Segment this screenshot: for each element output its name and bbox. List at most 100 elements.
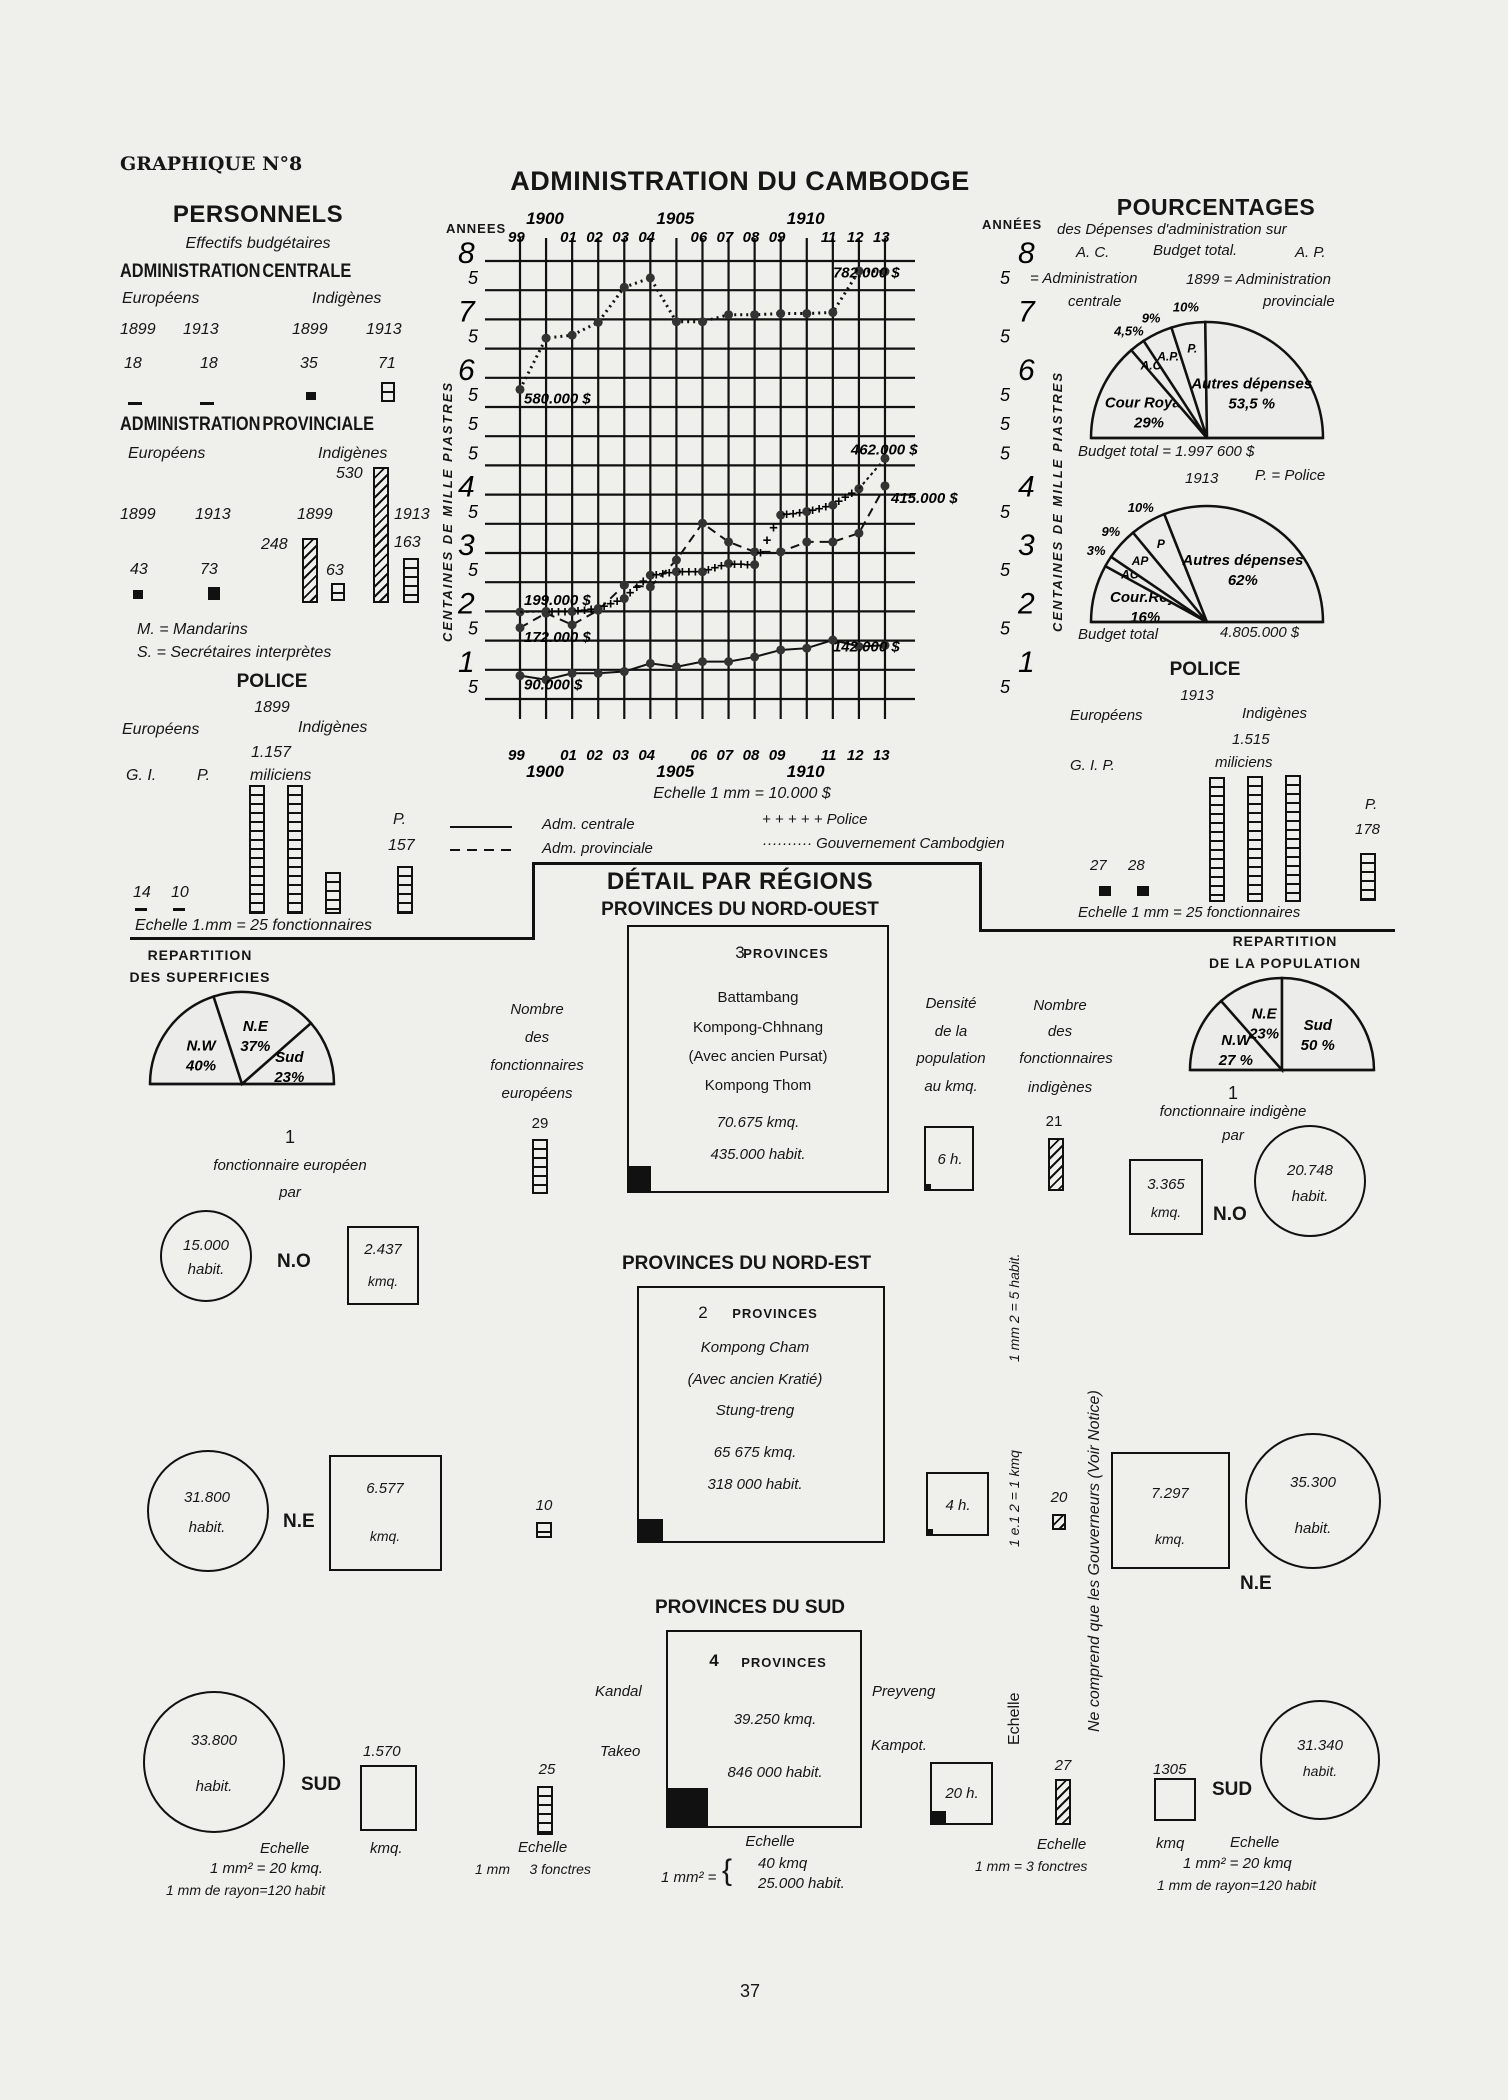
habit-label: habit. [187,1261,225,1278]
densite-label: de la [934,1023,968,1040]
eur-kmq-square [360,1765,417,1831]
miliciens-bar [287,785,303,914]
pie-slice-percent: 29% [1133,414,1164,431]
eur-scale-value: 1 mm 3 fonctres [475,1861,591,1877]
region-population: 318 000 habit. [707,1476,803,1493]
province-name: Kompong-Chhnang [692,1019,824,1036]
x-tick-label-bottom: 1905 [656,762,694,781]
pictogram-mark [306,392,316,400]
police-plus-marker: + [808,502,817,519]
province-name: Kompong Cham [700,1339,810,1356]
y-axis-label-left: CENTAINES DE MILLE PIASTRES [440,380,455,642]
police-plus-marker: + [658,565,667,582]
budget-total-1899: Budget total = 1.997 600 $ [1078,443,1255,460]
pie-slice [238,1021,336,1086]
police-segment [858,457,886,490]
police-plus-marker: + [789,505,798,522]
police-plus-marker: + [580,602,589,619]
nombre-eur-label: des [524,1029,550,1046]
right-scale-kmq: kmq [1156,1835,1185,1852]
density-value: 20 h. [945,1785,979,1802]
police-plus-marker: + [639,573,648,590]
eur-bar [536,1522,552,1538]
nord-est-title: PROVINCES DU NORD-EST [622,1253,872,1274]
year-label: 1913 [183,321,219,338]
page-title: ADMINISTRATION DU CAMBODGE [510,166,970,196]
province-name: (Avec ancien Pursat) [688,1048,828,1065]
nord-ouest-box [627,925,889,1193]
provinciale-europeens: Européens [128,445,206,462]
density-box: 6 h. [924,1126,974,1191]
pie-slice-percent: 27 % [1218,1052,1253,1069]
kmq-label: kmq. [369,1528,401,1544]
data-point [645,582,655,592]
region-area: 65 675 kmq. [713,1444,797,1461]
pictogram-mark [1099,886,1111,896]
police-legend: P. = Police [1255,467,1326,484]
x-tick-label-top: 06 [690,229,707,246]
police-plus-marker: + [684,564,693,581]
x-tick-label-bottom: 06 [690,747,707,764]
density-box: 20 h. [930,1762,993,1825]
value-label: 163 [394,534,421,551]
eur-scale-label: Echelle [518,1839,568,1856]
police-plus-marker: + [782,506,791,523]
data-point [567,668,577,678]
x-tick-label-bottom: 02 [586,747,603,764]
data-point [697,657,707,667]
nombre-eur-label: européens [501,1085,573,1102]
pie-slice-label: P. [1187,342,1197,356]
kmq-label: kmq. [1150,1204,1182,1220]
superficies-title: DES SUPERFICIES [129,969,271,985]
value-annotation: 462.000 $ [850,441,918,458]
x-tick-label-bottom: 11 [821,747,837,764]
habit-label: habit. [1291,1188,1329,1205]
nombre-eur-label: Nombre [510,1001,564,1018]
density-mark [932,1811,946,1823]
data-point [724,559,734,569]
pie-slice-percent: 53,5 % [1228,396,1275,413]
nombre-eur-label: fonctionnaires [490,1057,584,1074]
eur-bar [532,1139,548,1194]
region-population: 846 000 habit. [727,1764,823,1781]
miliciens-bar [1285,775,1301,902]
province-name: Kampot. [871,1737,927,1754]
provinciale-indigenes: Indigènes [318,445,388,462]
police-plus-marker: + [847,485,856,502]
data-point [697,317,707,327]
ind-count: 20 [1050,1489,1068,1506]
police-plus-marker: + [717,558,726,575]
province-name: Kandal [595,1683,642,1700]
pie-slice [148,994,244,1086]
budget-total-1913: 4.805.000 $ [1220,624,1300,641]
adm-centrale-label: = Administration [1030,270,1138,287]
divider-line [130,937,535,940]
pie-slice [1188,999,1285,1072]
y-tick-label-left: 5 [468,619,479,639]
pie-slice-percent: 40% [185,1057,216,1074]
ind-scale-label: Echelle [1037,1836,1087,1853]
density-scale-kmq: 1 e.1 2 = 1 kmq [1006,1450,1022,1547]
ind-habit-circle: 35.300 habit. [1245,1433,1381,1569]
pie-slice-label: A.P. [1156,349,1179,363]
pie-slice-percent: 50 % [1301,1037,1335,1054]
pie-slice [1089,348,1210,440]
pie-slice-percent: 16% [1130,609,1160,626]
miliciens-count: 1.157 [251,744,292,761]
value-label: 248 [261,536,288,553]
data-point [776,547,786,557]
kmq-label: kmq. [1154,1531,1186,1547]
police-europeens: Européens [122,721,200,738]
graphique-number: GRAPHIQUE N°8 [120,153,303,175]
data-point [802,507,812,517]
police-plus-marker: + [834,493,843,510]
x-tick-label-top: 04 [638,229,655,246]
kmq-value: 3.365 [1147,1176,1185,1193]
pie-slice-label: Cour Royale [1105,394,1193,411]
police-plus-marker: + [841,489,850,506]
police-plus-marker: + [561,603,570,620]
pie-slice [1162,504,1325,624]
police-plus-marker: + [606,596,615,613]
nombre-ind-label: Nombre [1033,997,1087,1014]
